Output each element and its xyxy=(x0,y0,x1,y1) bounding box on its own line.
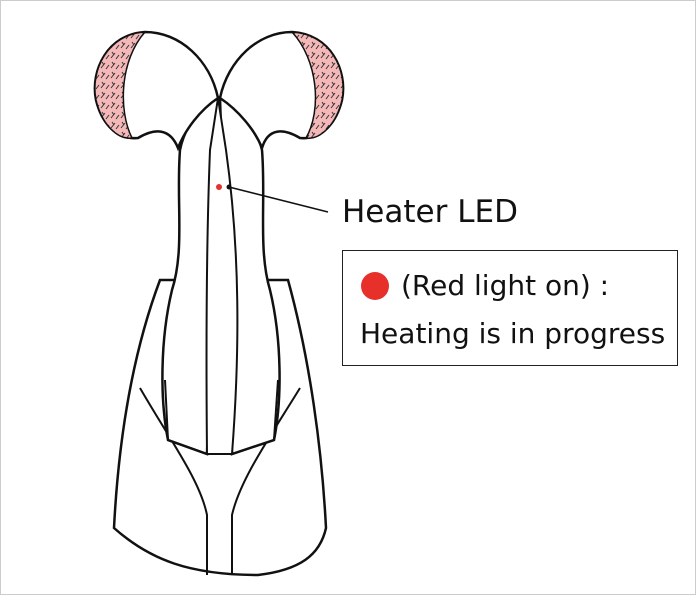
legend-description: Heating is in progress xyxy=(360,317,666,350)
heater-led-label: Heater LED xyxy=(342,194,518,230)
leader-line xyxy=(228,186,329,213)
legend-status-text: (Red light on) : xyxy=(401,269,610,302)
red-dot-icon xyxy=(361,271,389,300)
legend-status-row: (Red light on) : xyxy=(361,269,609,302)
heater-led xyxy=(216,184,222,190)
left-bristle-pad xyxy=(94,31,147,139)
base-inner-curve xyxy=(139,387,301,575)
legend-box: (Red light on) : Heating is in progress xyxy=(342,250,678,366)
right-bristle-pad xyxy=(290,31,344,139)
